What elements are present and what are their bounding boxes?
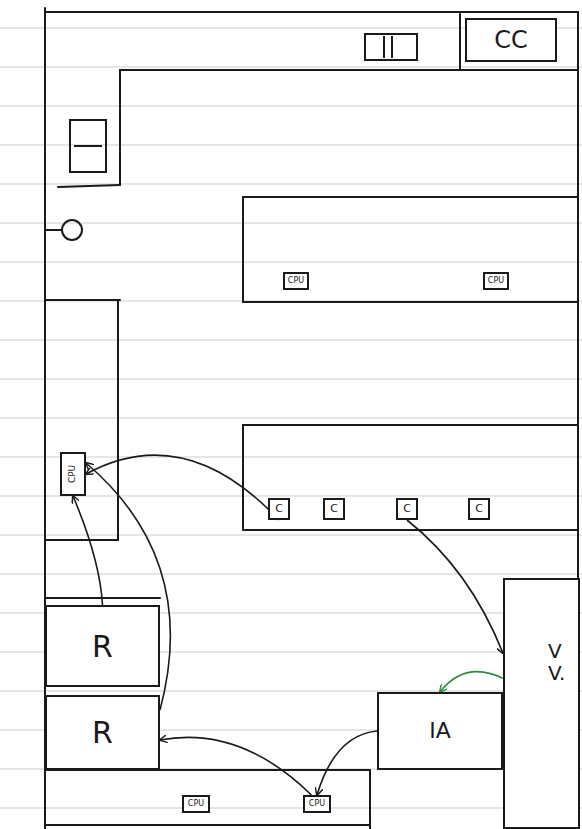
- flow-arrow: [160, 737, 311, 795]
- node-text: CPU: [68, 465, 78, 483]
- ia-box: IA: [377, 692, 503, 770]
- flow-arrow: [73, 496, 103, 605]
- ruled-lines: [0, 28, 582, 808]
- node-text: IA: [429, 719, 451, 743]
- node-text: CPU: [288, 277, 304, 286]
- door-symbol: [365, 34, 417, 60]
- cpu-box: CPU: [283, 272, 309, 290]
- chair-box: C: [396, 498, 418, 520]
- node-text: V V.: [548, 640, 572, 684]
- node-text: CC: [494, 27, 528, 53]
- node-text: C: [330, 503, 338, 515]
- room-box: R: [45, 695, 160, 770]
- flow-arrow: [407, 520, 503, 653]
- cpu-box: CPU: [182, 795, 210, 813]
- node-text: CPU: [488, 277, 504, 286]
- strip-box: V V.: [503, 578, 580, 829]
- flow-arrow: [440, 672, 503, 692]
- cabinet-symbol: [70, 120, 106, 172]
- node-text: R: [92, 630, 113, 663]
- label-box: CC: [465, 18, 557, 62]
- cpu-box: CPU: [483, 272, 509, 290]
- node-text: R: [92, 716, 113, 749]
- flow-arrow: [86, 455, 279, 520]
- chair-box: C: [323, 498, 345, 520]
- cpu-box: CPU: [303, 795, 331, 813]
- node-text: C: [475, 503, 483, 515]
- chair-box: C: [468, 498, 490, 520]
- node-text: CPU: [309, 800, 325, 809]
- chair-box: C: [268, 498, 290, 520]
- walls: [45, 8, 578, 829]
- room-box: R: [45, 605, 160, 687]
- flow-arrow: [317, 731, 377, 795]
- node-text: C: [275, 503, 283, 515]
- cpu-box: CPU: [60, 452, 86, 496]
- node-text: CPU: [188, 800, 204, 809]
- node-text: C: [403, 503, 411, 515]
